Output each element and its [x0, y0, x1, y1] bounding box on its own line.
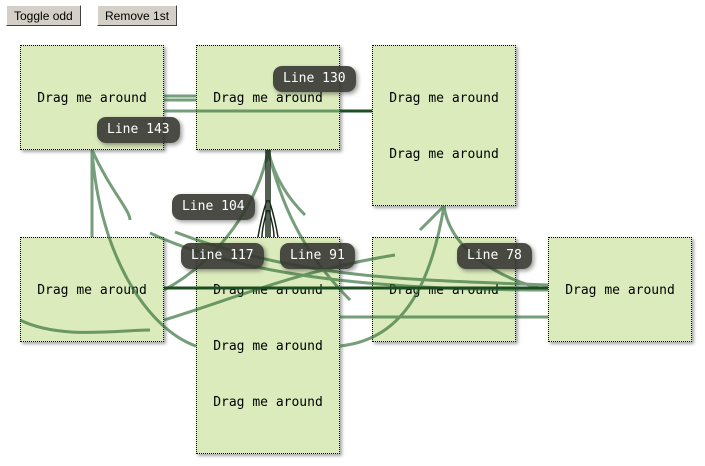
box-text: Drag me around: [213, 395, 323, 410]
box-text: Drag me around: [389, 147, 499, 162]
connector-line: [90, 149, 132, 221]
draggable-box-4[interactable]: Drag me around: [20, 237, 164, 342]
line-label-143: Line 143: [97, 117, 180, 143]
line-label-104: Line 104: [172, 194, 255, 220]
connector-line: [418, 204, 446, 232]
box-text: Drag me around: [213, 339, 323, 354]
box-text: Drag me around: [389, 91, 499, 106]
connector-line: [257, 199, 279, 238]
box-text: Drag me around: [213, 283, 323, 298]
connector-line: [164, 94, 196, 102]
connector-line: [265, 150, 271, 237]
remove-first-button[interactable]: Remove 1st: [97, 5, 178, 26]
line-label-130: Line 130: [273, 66, 356, 92]
box-text: Drag me around: [37, 283, 147, 298]
box-text: Drag me around: [565, 283, 675, 298]
connector-line: [266, 149, 307, 217]
line-label-78: Line 78: [457, 243, 532, 269]
box-text: Drag me around: [213, 91, 323, 106]
line-label-117: Line 117: [181, 243, 264, 269]
box-text: Drag me around: [389, 283, 499, 298]
line-label-91: Line 91: [280, 243, 355, 269]
draggable-box-1[interactable]: Drag me around: [20, 45, 164, 150]
draggable-box-2[interactable]: Drag me around: [196, 45, 340, 150]
toggle-odd-button[interactable]: Toggle odd: [6, 5, 81, 26]
draggable-box-7[interactable]: Drag me around: [548, 237, 692, 342]
box-text: Drag me around: [37, 91, 147, 106]
